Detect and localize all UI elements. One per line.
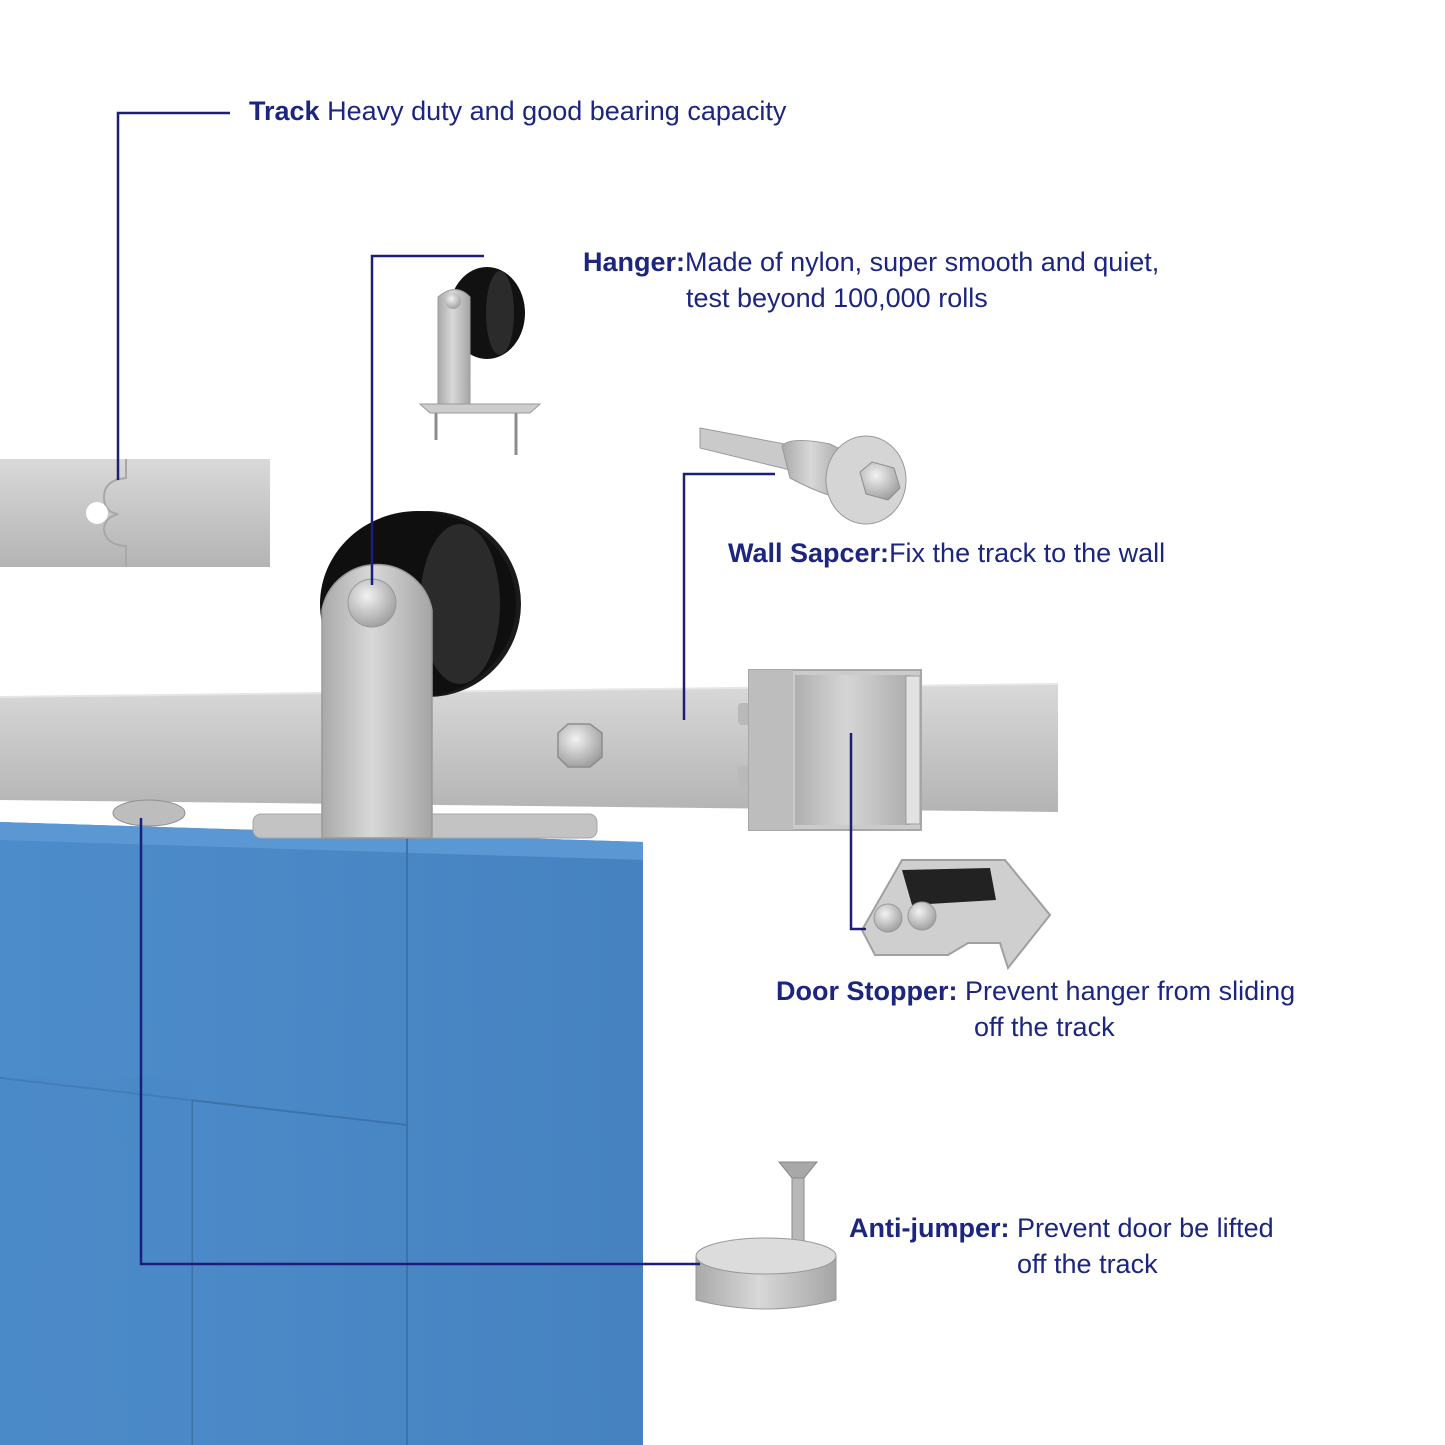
barn-door-icon — [0, 822, 643, 1445]
door-stopper-icon — [860, 859, 1052, 971]
wall-spacer-icon — [699, 427, 907, 525]
door-stopper-description: Prevent hanger from sliding — [957, 976, 1296, 1006]
track-leader-line — [116, 111, 230, 480]
door-stopper-callout: Door Stopper: Prevent hanger from slidin… — [776, 973, 1295, 1045]
leader-lines — [116, 111, 866, 1266]
anti-jumper-callout: Anti-jumper: Prevent door be lifted off … — [849, 1210, 1274, 1282]
anti-jumper-on-door-icon — [112, 799, 186, 827]
track-piece-icon — [0, 459, 270, 567]
anti-jumper-description: Prevent door be lifted — [1009, 1213, 1274, 1243]
anti-jumper-term: Anti-jumper: — [849, 1213, 1010, 1243]
door-stopper-leader-line — [849, 733, 866, 931]
hanger-description: Made of nylon, super smooth and quiet, — [685, 247, 1160, 277]
hanger-leader-line — [370, 254, 484, 585]
door-stopper-on-track-icon — [748, 669, 922, 831]
anti-jumper-description-cont: off the track — [1017, 1249, 1158, 1279]
anti-jumper-icon — [695, 1161, 837, 1310]
wall-spacer-leader-line — [682, 472, 775, 720]
hanger-icon — [418, 267, 542, 455]
wall-spacer-callout: Wall Sapcer:Fix the track to the wall — [728, 535, 1165, 571]
hanger-on-track-icon — [252, 511, 598, 839]
track-callout: Track Heavy duty and good bearing capaci… — [249, 93, 786, 129]
hanger-term: Hanger: — [583, 247, 686, 277]
door-stopper-description-cont: off the track — [974, 1012, 1115, 1042]
track-description: Heavy duty and good bearing capacity — [319, 96, 787, 126]
hanger-callout: Hanger:Made of nylon, super smooth and q… — [583, 244, 1159, 316]
door-stopper-term: Door Stopper: — [776, 976, 958, 1006]
wall-spacer-description: Fix the track to the wall — [889, 538, 1166, 568]
wall-spacer-term: Wall Sapcer: — [728, 538, 890, 568]
hanger-description-cont: test beyond 100,000 rolls — [686, 283, 988, 313]
track-term: Track — [249, 96, 320, 126]
anti-jumper-leader-line — [139, 818, 700, 1266]
